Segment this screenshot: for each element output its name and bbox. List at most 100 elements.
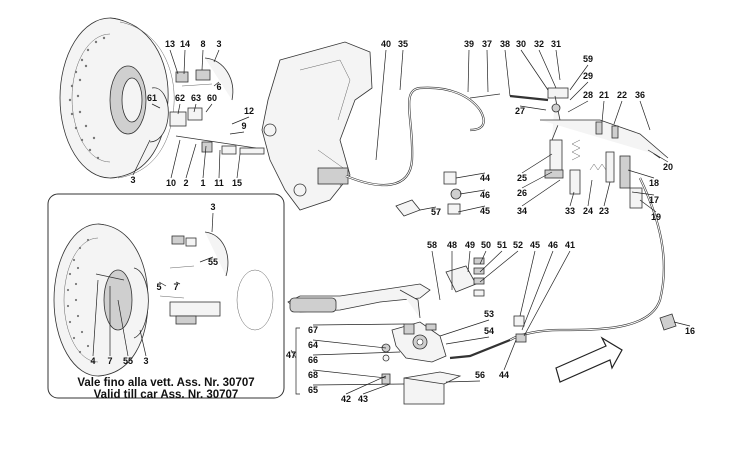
part-callout-label: 23	[599, 206, 609, 216]
callout-leader-line	[205, 103, 213, 113]
part-callout-label: 44	[480, 173, 490, 183]
part-callout-label: 12	[244, 106, 254, 116]
callout-leader-line	[631, 191, 655, 196]
callout-leader-line	[459, 189, 486, 195]
callout-leader-line	[158, 281, 167, 287]
part-callout-label: 49	[465, 240, 475, 250]
part-callout-label: 53	[484, 309, 494, 319]
part-callout-label: 55	[208, 257, 218, 267]
part-callout-label: 67	[308, 325, 318, 335]
callout-leader-line	[479, 250, 487, 265]
callout-leader-line	[519, 250, 536, 317]
part-callout-label: 1	[200, 178, 205, 188]
brake-shoe-assembly	[149, 57, 265, 155]
callout-leader-line	[151, 103, 161, 109]
part-callout-label: 13	[165, 39, 175, 49]
part-callout-label: 60	[207, 93, 217, 103]
callout-leader-line	[503, 339, 517, 371]
callout-leader-line	[567, 100, 589, 113]
callout-leader-line	[569, 191, 575, 207]
part-callout-label: 65	[308, 385, 318, 395]
part-callout-label: 66	[308, 355, 318, 365]
callout-leader-line	[345, 375, 387, 395]
part-callout-label: 3	[143, 356, 148, 366]
callout-leader-line	[213, 81, 220, 87]
callout-leader-line	[177, 103, 181, 115]
callout-leader-line	[211, 212, 214, 233]
part-callout-label: 5	[156, 282, 161, 292]
part-callout-label: 17	[649, 195, 659, 205]
callout-leader-line	[523, 250, 571, 337]
part-callout-label: 54	[484, 326, 494, 336]
part-callout-label: 21	[599, 90, 609, 100]
callout-leader-line	[521, 153, 553, 174]
callout-leader-line	[467, 250, 471, 273]
callout-leader-line	[647, 149, 669, 163]
callout-leader-line	[175, 281, 181, 285]
callout-leader-line	[419, 206, 437, 211]
callout-leader-line	[521, 179, 561, 207]
part-callout-label: 30	[516, 39, 526, 49]
part-callout-label: 46	[548, 240, 558, 250]
part-callout-label: 14	[180, 39, 190, 49]
callout-leader-line	[613, 100, 623, 125]
callout-leader-line	[555, 49, 561, 81]
callout-leader-line	[639, 199, 657, 213]
part-callout-label: 47	[286, 350, 296, 360]
part-callout-label: 20	[663, 162, 673, 172]
callout-leader-line	[519, 105, 547, 111]
part-callout-label: 68	[308, 370, 318, 380]
callout-leader-line	[229, 131, 245, 135]
callout-leader-line	[312, 351, 401, 356]
inset-note-line1: Vale fino alla vett. Ass. Nr. 30707	[77, 377, 254, 389]
part-callout-label: 57	[431, 207, 441, 217]
callout-leader-line	[521, 250, 554, 331]
transaxle-housing	[261, 41, 373, 211]
part-callout-label: 64	[308, 340, 318, 350]
part-callout-label: 22	[617, 90, 627, 100]
brake-cables	[345, 86, 666, 360]
callout-leader-line	[312, 383, 405, 386]
direction-arrow	[555, 336, 623, 383]
callout-leader-line	[290, 349, 297, 359]
part-callout-label: 18	[649, 178, 659, 188]
part-callout-label: 11	[214, 178, 224, 188]
part-callout-label: 45	[480, 206, 490, 216]
part-callout-label: 27	[515, 106, 525, 116]
callout-leader-line	[521, 171, 553, 189]
callout-leader-line	[236, 153, 241, 179]
bracket-47	[295, 327, 300, 395]
callout-leader-line	[117, 299, 129, 357]
callout-leader-line	[673, 321, 691, 327]
callout-leader-line	[199, 256, 214, 263]
part-callout-label: 3	[130, 175, 135, 185]
part-callout-label: 19	[651, 212, 661, 222]
part-callout-label: 63	[191, 93, 201, 103]
part-callout-label: 16	[685, 326, 695, 336]
callout-leader-line	[431, 250, 441, 301]
callout-leader-line	[601, 100, 605, 123]
callout-leader-line	[587, 179, 593, 207]
handbrake-lever	[287, 257, 527, 405]
part-callout-label: 45	[530, 240, 540, 250]
callout-leader-line	[445, 380, 481, 383]
callout-leader-line	[312, 369, 387, 379]
callout-leader-line	[445, 336, 490, 345]
inset-panel	[47, 193, 285, 399]
callout-leader-line	[132, 139, 151, 176]
callout-leader-line	[457, 205, 486, 213]
part-callout-label: 58	[427, 240, 437, 250]
callout-leader-line	[213, 49, 220, 63]
part-callout-label: 28	[583, 90, 593, 100]
part-callout-label: 59	[583, 54, 593, 64]
part-callout-label: 39	[464, 39, 474, 49]
part-callout-label: 3	[216, 39, 221, 49]
callout-leader-line	[569, 81, 589, 101]
part-callout-label: 26	[517, 188, 527, 198]
part-callout-label: 62	[175, 93, 185, 103]
part-callout-label: 37	[482, 39, 492, 49]
part-callout-label: 48	[447, 240, 457, 250]
callout-leader-line	[399, 49, 404, 91]
part-callout-label: 35	[398, 39, 408, 49]
